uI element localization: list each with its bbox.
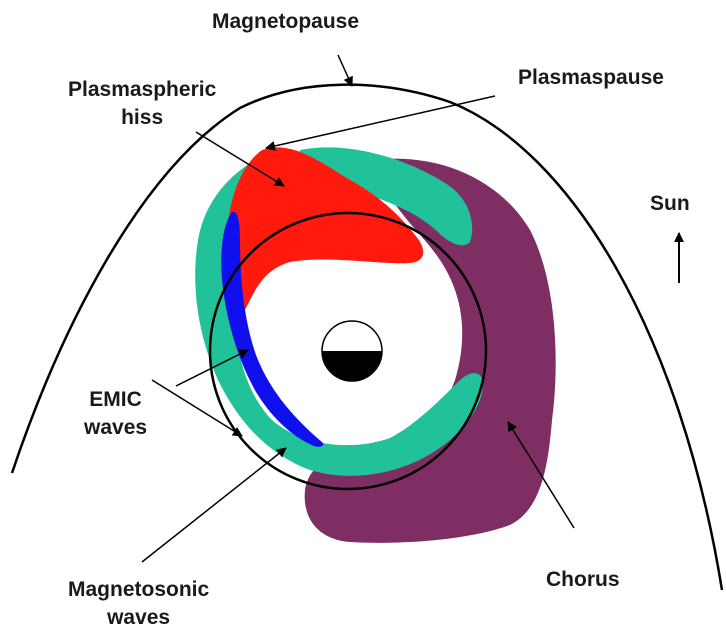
magnetosonic-pointer-lower	[142, 448, 286, 562]
chorus-label: Chorus	[546, 566, 620, 594]
magnetosonic-waves-label: Magnetosonic waves	[68, 576, 209, 632]
earth-icon	[322, 321, 382, 381]
emic-waves-label: EMIC waves	[84, 386, 147, 442]
plasmaspheric-hiss-label: Plasmaspheric hiss	[68, 76, 216, 132]
magnetosonic-label-line2: waves	[68, 604, 209, 632]
emic-label-line1: EMIC	[84, 386, 147, 414]
magnetopause-pointer	[338, 55, 352, 86]
hiss-label-line1: Plasmaspheric	[68, 76, 216, 104]
sun-label: Sun	[650, 190, 690, 218]
magnetosonic-label-line1: Magnetosonic	[68, 576, 209, 604]
emic-label-line2: waves	[84, 414, 147, 442]
magnetopause-label: Magnetopause	[212, 8, 359, 36]
hiss-label-line2: hiss	[68, 104, 216, 132]
plasmapause-label: Plasmaspause	[518, 64, 664, 92]
plasmapause-pointer	[266, 96, 495, 148]
